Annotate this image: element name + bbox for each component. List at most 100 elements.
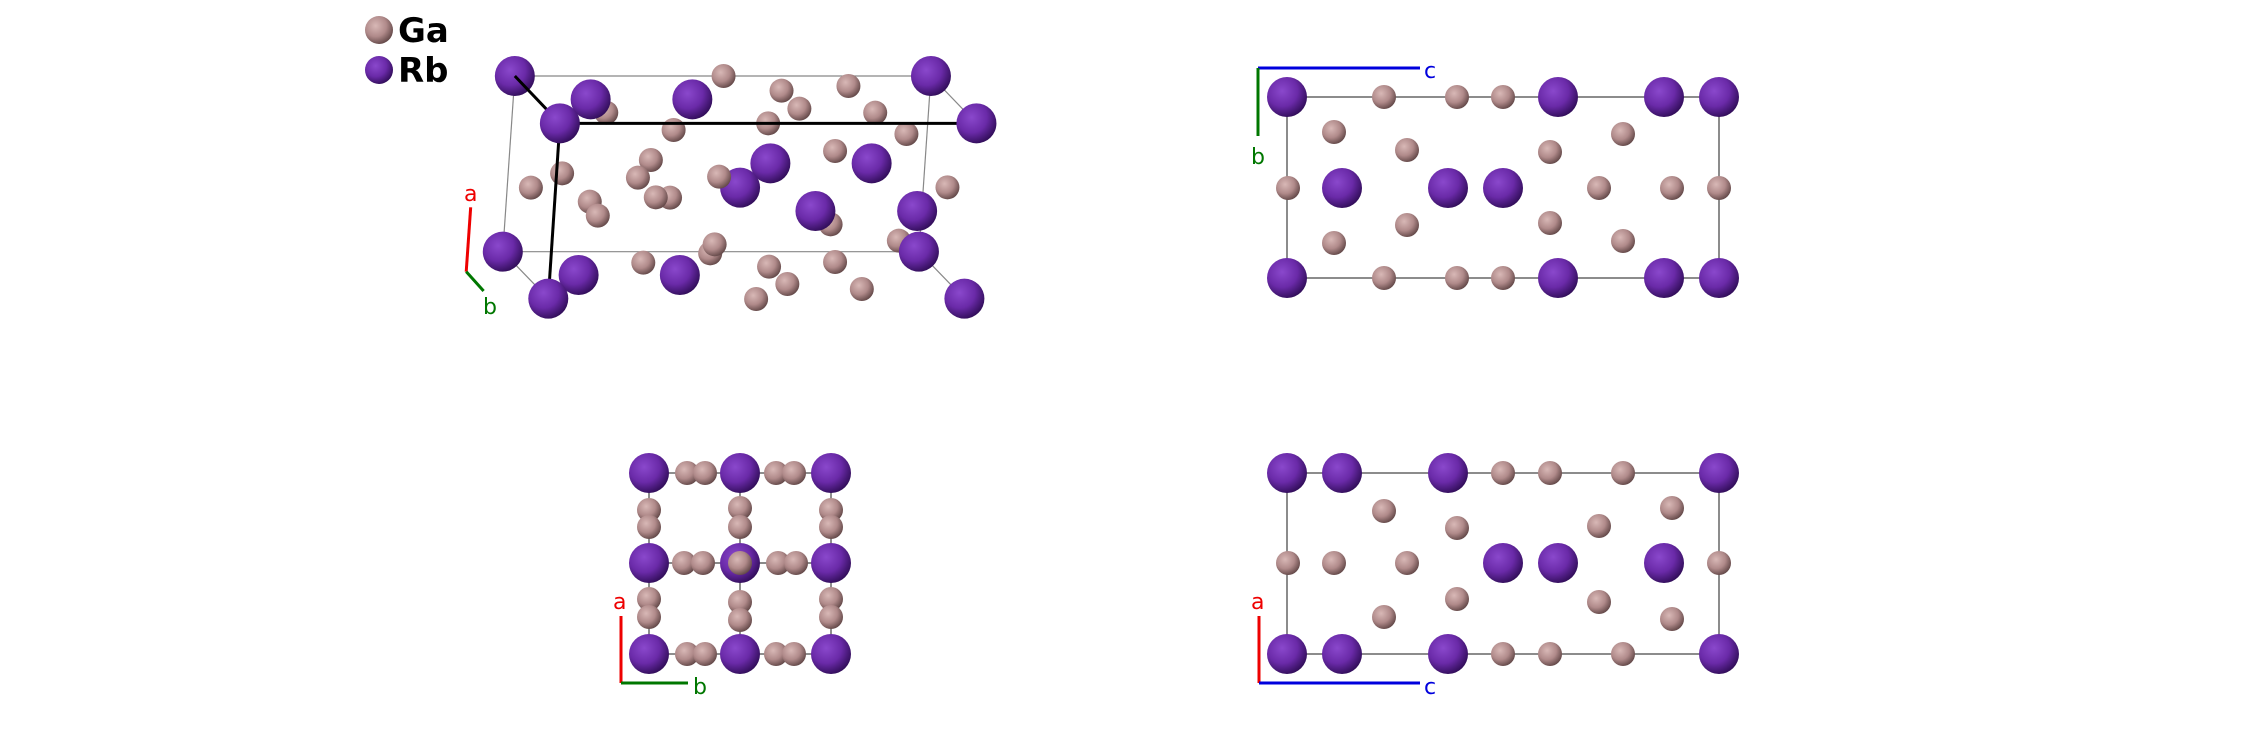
ga-atom xyxy=(1372,499,1396,523)
ga-atom xyxy=(1372,85,1396,109)
rb-atom xyxy=(1644,258,1684,298)
ga-atom xyxy=(782,461,806,485)
ga-atom xyxy=(757,254,782,279)
ga-legend-swatch xyxy=(365,16,393,44)
rb-atom xyxy=(1428,634,1468,674)
ga-atom xyxy=(1611,122,1635,146)
ga-atom xyxy=(661,118,686,142)
rb-atom xyxy=(897,191,938,231)
rb-atom xyxy=(1428,453,1468,493)
ga-atom xyxy=(693,461,717,485)
rb-atom xyxy=(528,278,569,319)
ga-atom xyxy=(637,605,661,629)
ga-atom xyxy=(819,498,843,522)
rb-atom xyxy=(910,56,951,96)
ga-atom xyxy=(1445,266,1469,290)
ga-atom xyxy=(643,185,668,210)
ga-atom xyxy=(863,100,888,125)
ga-atom xyxy=(1538,461,1562,485)
rb-atom xyxy=(1644,543,1684,583)
ga-atom xyxy=(775,272,800,296)
ga-atom xyxy=(693,642,717,666)
ga-atom xyxy=(1611,229,1635,253)
panel-ac-view xyxy=(1257,453,1739,685)
ga-atom xyxy=(691,551,715,575)
rb-atom xyxy=(811,634,851,674)
p1-axis-b-label: b xyxy=(483,295,497,320)
ga-atom xyxy=(819,587,843,611)
p1-axis-a-label: a xyxy=(464,182,477,207)
rb-atom xyxy=(539,103,580,144)
ga-atom xyxy=(1445,587,1469,611)
p3-axis-a-label: a xyxy=(613,590,626,615)
ga-atom xyxy=(631,250,656,275)
ga-atom xyxy=(1660,176,1684,200)
ga-atom xyxy=(819,605,843,629)
ga-atom xyxy=(1491,642,1515,666)
legend: Ga Rb xyxy=(365,11,449,91)
rb-atom xyxy=(795,191,836,231)
ga-atom xyxy=(728,590,752,614)
rb-atom xyxy=(1267,77,1307,117)
ga-atom xyxy=(787,96,812,121)
ga-atom xyxy=(1445,85,1469,109)
ga-atom xyxy=(1322,551,1346,575)
ga-atom xyxy=(585,203,610,228)
ga-atom xyxy=(1322,120,1346,144)
p4-axis-a-label: a xyxy=(1251,590,1264,615)
rb-atom xyxy=(851,143,892,184)
axis-b-line xyxy=(465,270,485,293)
rb-atom xyxy=(1644,77,1684,117)
ga-atom xyxy=(1276,551,1300,575)
rb-atom xyxy=(1699,258,1739,298)
ga-atom xyxy=(728,515,752,539)
rb-atom xyxy=(1483,168,1523,208)
ga-atom xyxy=(707,164,732,189)
ga-atom xyxy=(625,165,650,190)
rb-atom xyxy=(1267,634,1307,674)
rb-atom xyxy=(1322,634,1362,674)
ga-atom xyxy=(935,175,960,200)
ga-atom xyxy=(1491,266,1515,290)
rb-atom xyxy=(1428,168,1468,208)
ga-atom xyxy=(728,608,752,632)
ga-atom xyxy=(784,551,808,575)
rb-atom xyxy=(811,453,851,493)
rb-atom xyxy=(1699,77,1739,117)
rb-atom xyxy=(811,543,851,583)
ga-atom xyxy=(1538,140,1562,164)
axis-a-line xyxy=(464,207,473,272)
rb-legend-swatch xyxy=(365,56,393,84)
ga-atom xyxy=(1372,605,1396,629)
rb-atom xyxy=(629,634,669,674)
ga-atom xyxy=(1276,176,1300,200)
ga-atom xyxy=(1538,211,1562,235)
ga-atom xyxy=(744,287,769,311)
ga-atom xyxy=(1587,514,1611,538)
ga-atom xyxy=(1538,642,1562,666)
ga-atom xyxy=(1322,231,1346,255)
p4-axis-c-label: c xyxy=(1424,675,1436,700)
ga-atom xyxy=(711,64,736,88)
p2-axis-c-label: c xyxy=(1424,59,1436,84)
ga-atom xyxy=(1660,496,1684,520)
ga-legend-label: Ga xyxy=(398,11,449,51)
rb-atom xyxy=(1483,543,1523,583)
rb-atom xyxy=(720,634,760,674)
ga-atom xyxy=(1660,607,1684,631)
ga-atom xyxy=(1445,516,1469,540)
ga-atom xyxy=(1395,138,1419,162)
p3-axis-b-label: b xyxy=(693,675,707,700)
rb-atom xyxy=(1267,258,1307,298)
ga-atom xyxy=(1491,461,1515,485)
bond-line xyxy=(546,123,562,299)
ga-atom xyxy=(728,551,752,575)
rb-atom xyxy=(750,143,791,184)
panel-ab-view xyxy=(619,453,851,685)
ga-atom xyxy=(1395,551,1419,575)
ga-atom xyxy=(637,498,661,522)
rb-atom xyxy=(1538,543,1578,583)
ga-atom xyxy=(894,122,919,146)
ga-atom xyxy=(836,74,861,98)
rb-atom xyxy=(558,255,599,295)
